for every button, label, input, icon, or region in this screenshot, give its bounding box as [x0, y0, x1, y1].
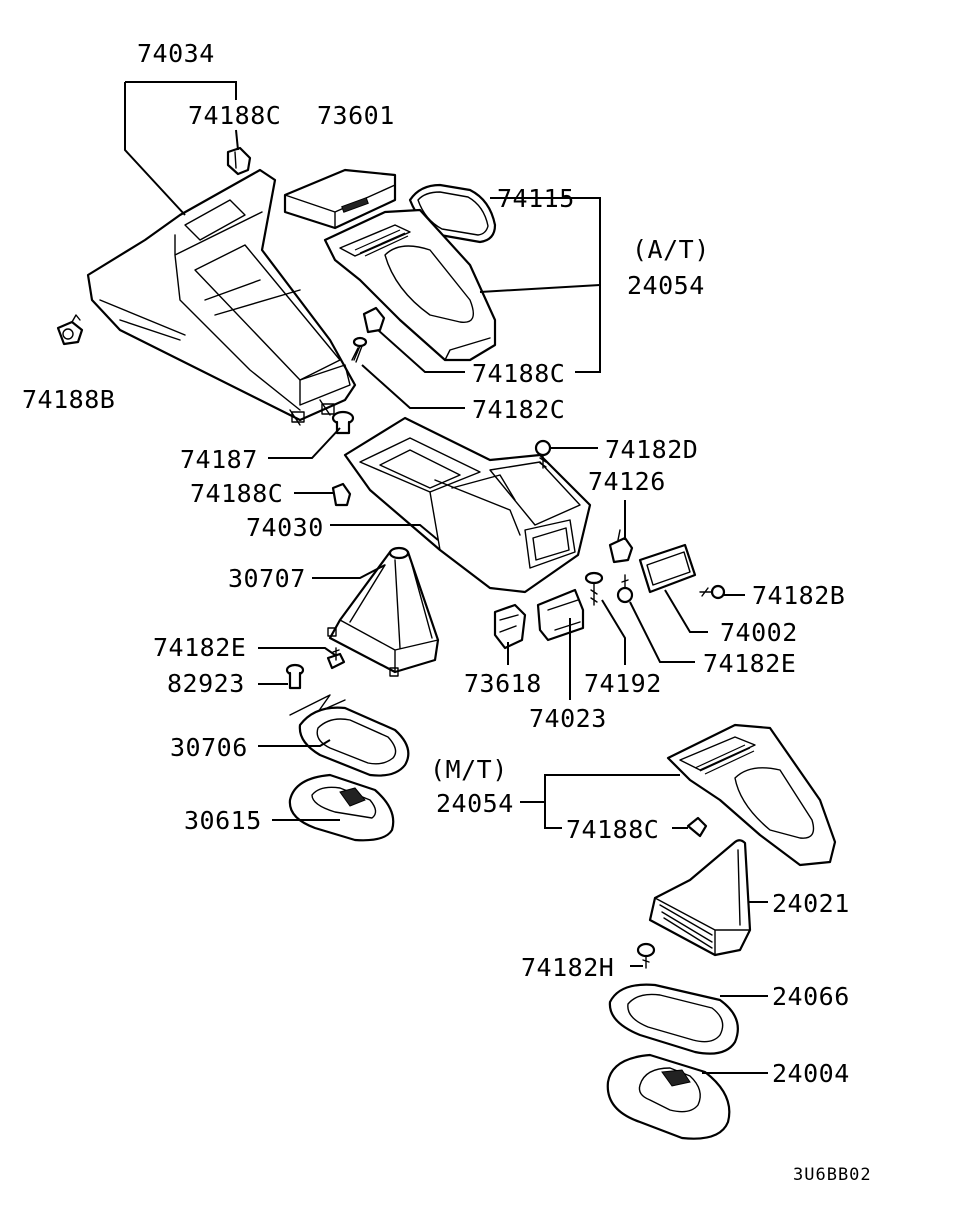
bolt-74192-part	[584, 571, 604, 606]
label-74034: 74034	[137, 39, 215, 68]
screw-74182e-left-part	[326, 647, 346, 670]
label-74023: 74023	[529, 704, 607, 733]
tray-73601-part	[283, 168, 397, 230]
label-24066: 24066	[772, 982, 850, 1011]
label-74182d: 74182D	[605, 435, 698, 464]
label-24004: 24004	[772, 1059, 850, 1088]
diagram-code: 3U6BB02	[793, 1165, 872, 1185]
screw-74182c-part	[351, 336, 368, 363]
clip-74188b-part	[56, 314, 84, 346]
clip-74188c-low-part	[331, 482, 352, 507]
rear-console-part	[86, 168, 357, 426]
screw-74182h-part	[636, 942, 656, 969]
main-console-74030-part	[343, 416, 592, 594]
label-74126: 74126	[588, 467, 666, 496]
label-74182e-right: 74182E	[703, 649, 796, 678]
leader-lines	[124, 81, 768, 1074]
boot-30707-part	[327, 546, 440, 677]
label-74187: 74187	[180, 445, 258, 474]
label-82923: 82923	[167, 669, 245, 698]
label-74115: 74115	[497, 184, 575, 213]
label-30706: 30706	[170, 733, 248, 762]
gasket-24066-part	[608, 983, 739, 1055]
label-74182c: 74182C	[472, 395, 565, 424]
screw-74182e-right-part	[616, 574, 634, 604]
gasket-30706-part	[298, 706, 410, 777]
clip-74188c-top-part	[226, 146, 252, 176]
bracket-73618-part	[493, 603, 527, 650]
label-74192: 74192	[584, 669, 662, 698]
label-74182h: 74182H	[521, 953, 614, 982]
shift-cover-at-part	[323, 208, 497, 362]
bracket-74023-part	[536, 588, 585, 642]
label-74182e-left: 74182E	[153, 633, 246, 662]
label-mt: (M/T)	[430, 755, 508, 784]
bolt-74187-part	[331, 410, 355, 435]
boot-24021-part	[648, 839, 752, 957]
label-30707: 30707	[228, 564, 306, 593]
boot-24004-part	[606, 1053, 731, 1140]
screw-74182b-part	[699, 584, 726, 600]
label-74188c-top: 74188C	[188, 101, 281, 130]
clip-74188c-mt-part	[686, 816, 708, 838]
label-24054-mt: 24054	[436, 789, 514, 818]
label-24021: 24021	[772, 889, 850, 918]
boot-30615-part	[288, 773, 395, 842]
bracket-74126-part	[608, 529, 634, 564]
label-74188b: 74188B	[22, 385, 115, 414]
label-74188c-low: 74188C	[190, 479, 283, 508]
label-74002: 74002	[720, 618, 798, 647]
panel-74002-part	[638, 543, 697, 594]
label-73601: 73601	[317, 101, 395, 130]
label-at: (A/T)	[632, 235, 710, 264]
label-74188c-mt: 74188C	[566, 815, 659, 844]
label-24054-at: 24054	[627, 271, 705, 300]
shift-cover-mt-part	[666, 723, 837, 867]
break-line	[289, 694, 346, 716]
label-74182b: 74182B	[752, 581, 845, 610]
label-74030: 74030	[246, 513, 324, 542]
label-30615: 30615	[184, 806, 262, 835]
clip-74188c-mid-part	[362, 306, 386, 334]
label-73618: 73618	[464, 669, 542, 698]
label-74188c-mid: 74188C	[472, 359, 565, 388]
bolt-82923-part	[285, 663, 305, 690]
